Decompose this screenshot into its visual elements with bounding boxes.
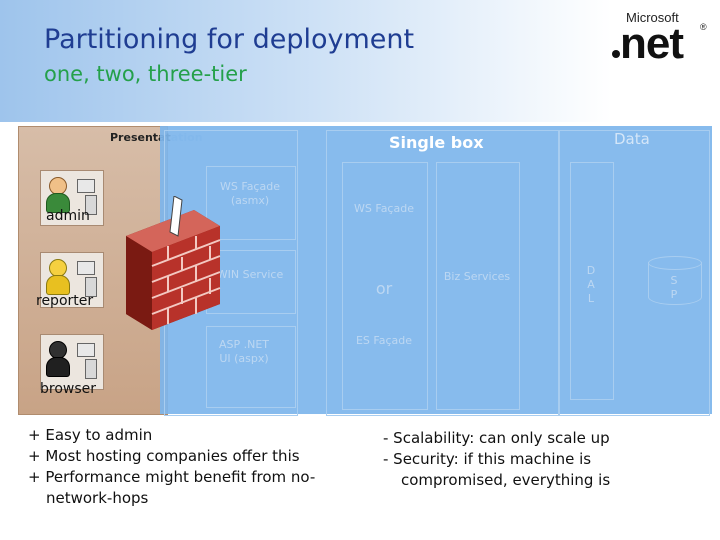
sp-text: S P [670,274,678,301]
logo-trademark: ® [700,22,707,32]
stored-procedures-db-icon [648,256,702,310]
pro-item: + Most hosting companies offer this [28,447,300,465]
es-facade-text: ES Façade [355,334,413,347]
single-box-title: Single box [389,133,484,152]
browser-user-icon [40,334,104,390]
logo-dot [612,50,620,58]
firewall-icon [126,196,221,330]
slide-subtitle: one, two, three-tier [44,62,247,86]
browser-label: browser [40,381,97,397]
admin-label: admin [46,208,90,224]
business-panel [326,130,560,416]
biz-services-text: Biz Services [443,270,511,283]
or-label: or [375,279,393,298]
con-item: - Security: if this machine is [383,450,592,468]
biz-services-column [436,162,520,410]
pro-item: + Performance might benefit from no- [28,468,316,486]
logo-product: net [620,19,684,68]
pro-item: + Easy to admin [28,426,153,444]
slide-title: Partitioning for deployment [44,24,415,55]
reporter-user-icon [40,252,104,308]
reporter-label: reporter [36,293,94,309]
ws-facade-text: WS Façade [354,202,414,215]
con-item: compromised, everything is [401,471,611,489]
pros-list: + Easy to admin + Most hosting companies… [28,425,315,509]
cons-list: - Scalability: can only scale up - Secur… [383,428,610,491]
dal-column [570,162,614,400]
pro-item: network-hops [46,489,149,507]
microsoft-net-logo: Microsoft ® net [604,8,714,68]
ws-facade-asmx-box [206,166,296,240]
con-item: - Scalability: can only scale up [383,429,610,447]
admin-user-icon [40,170,104,226]
data-label: Data [614,130,650,148]
dal-text: D A L [586,264,596,305]
ws-facade-asmx-text: WS Façade (asmx) [220,180,280,207]
asp-net-ui-box [206,326,296,408]
asp-net-ui-text: ASP .NET UI (aspx) [218,338,270,365]
data-panel [558,130,710,416]
win-service-text: WIN Service [216,268,284,281]
header-band [0,0,720,122]
facade-column [342,162,428,410]
logo-company: Microsoft [626,10,679,25]
